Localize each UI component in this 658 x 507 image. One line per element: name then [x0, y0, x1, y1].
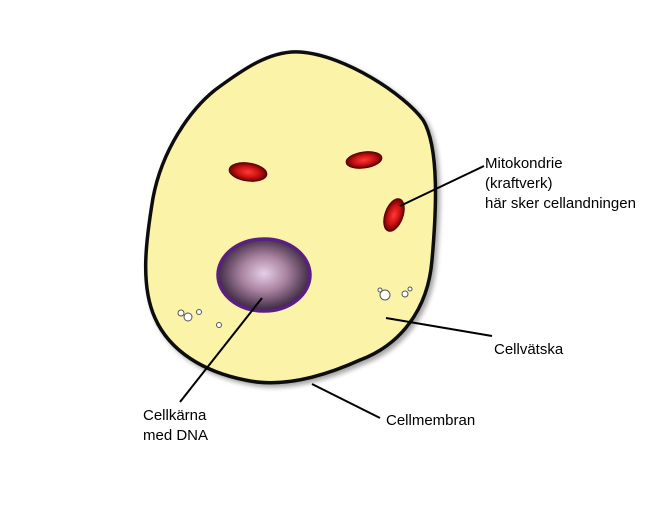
vesicles-left	[177, 309, 222, 328]
vesicle	[183, 312, 193, 322]
mitochondrion-2	[345, 151, 383, 169]
cell-membrane	[143, 50, 438, 385]
nucleus	[216, 237, 312, 313]
mitochondria-label-line-3: här sker cellandningen	[485, 195, 636, 212]
vesicles-right	[377, 286, 413, 301]
mitochondria-label: Mitokondrie (kraftverk) här sker celland…	[485, 154, 636, 214]
cytoplasm-label: Cellvätska	[494, 340, 563, 360]
vesicle	[196, 309, 202, 315]
vesicle	[407, 286, 413, 292]
nucleus-label: Cellkärna med DNA	[143, 406, 208, 446]
mitochondria-label-line-1: Mitokondrie	[485, 155, 563, 172]
mitochondria-label-line-2: (kraftverk)	[485, 175, 553, 192]
vesicle	[216, 322, 222, 328]
vesicle	[401, 290, 409, 298]
nucleus-leader-line	[179, 297, 263, 403]
mitochondrion-3	[383, 198, 405, 232]
vesicle	[379, 289, 391, 301]
nucleus-label-line-2: med DNA	[143, 427, 209, 444]
mitochondrion-1	[228, 162, 268, 182]
vesicle	[377, 287, 383, 293]
nucleus-label-line-1: Cellkärna	[143, 407, 207, 424]
membrane-label-text: Cellmembran	[386, 412, 476, 429]
cytoplasm-label-text: Cellvätska	[494, 341, 564, 358]
membrane-leader-line	[311, 383, 381, 419]
membrane-label: Cellmembran	[386, 411, 475, 431]
cytoplasm-leader-line	[385, 317, 493, 337]
mitochondria-leader-line	[399, 165, 485, 207]
vesicle	[177, 309, 185, 317]
